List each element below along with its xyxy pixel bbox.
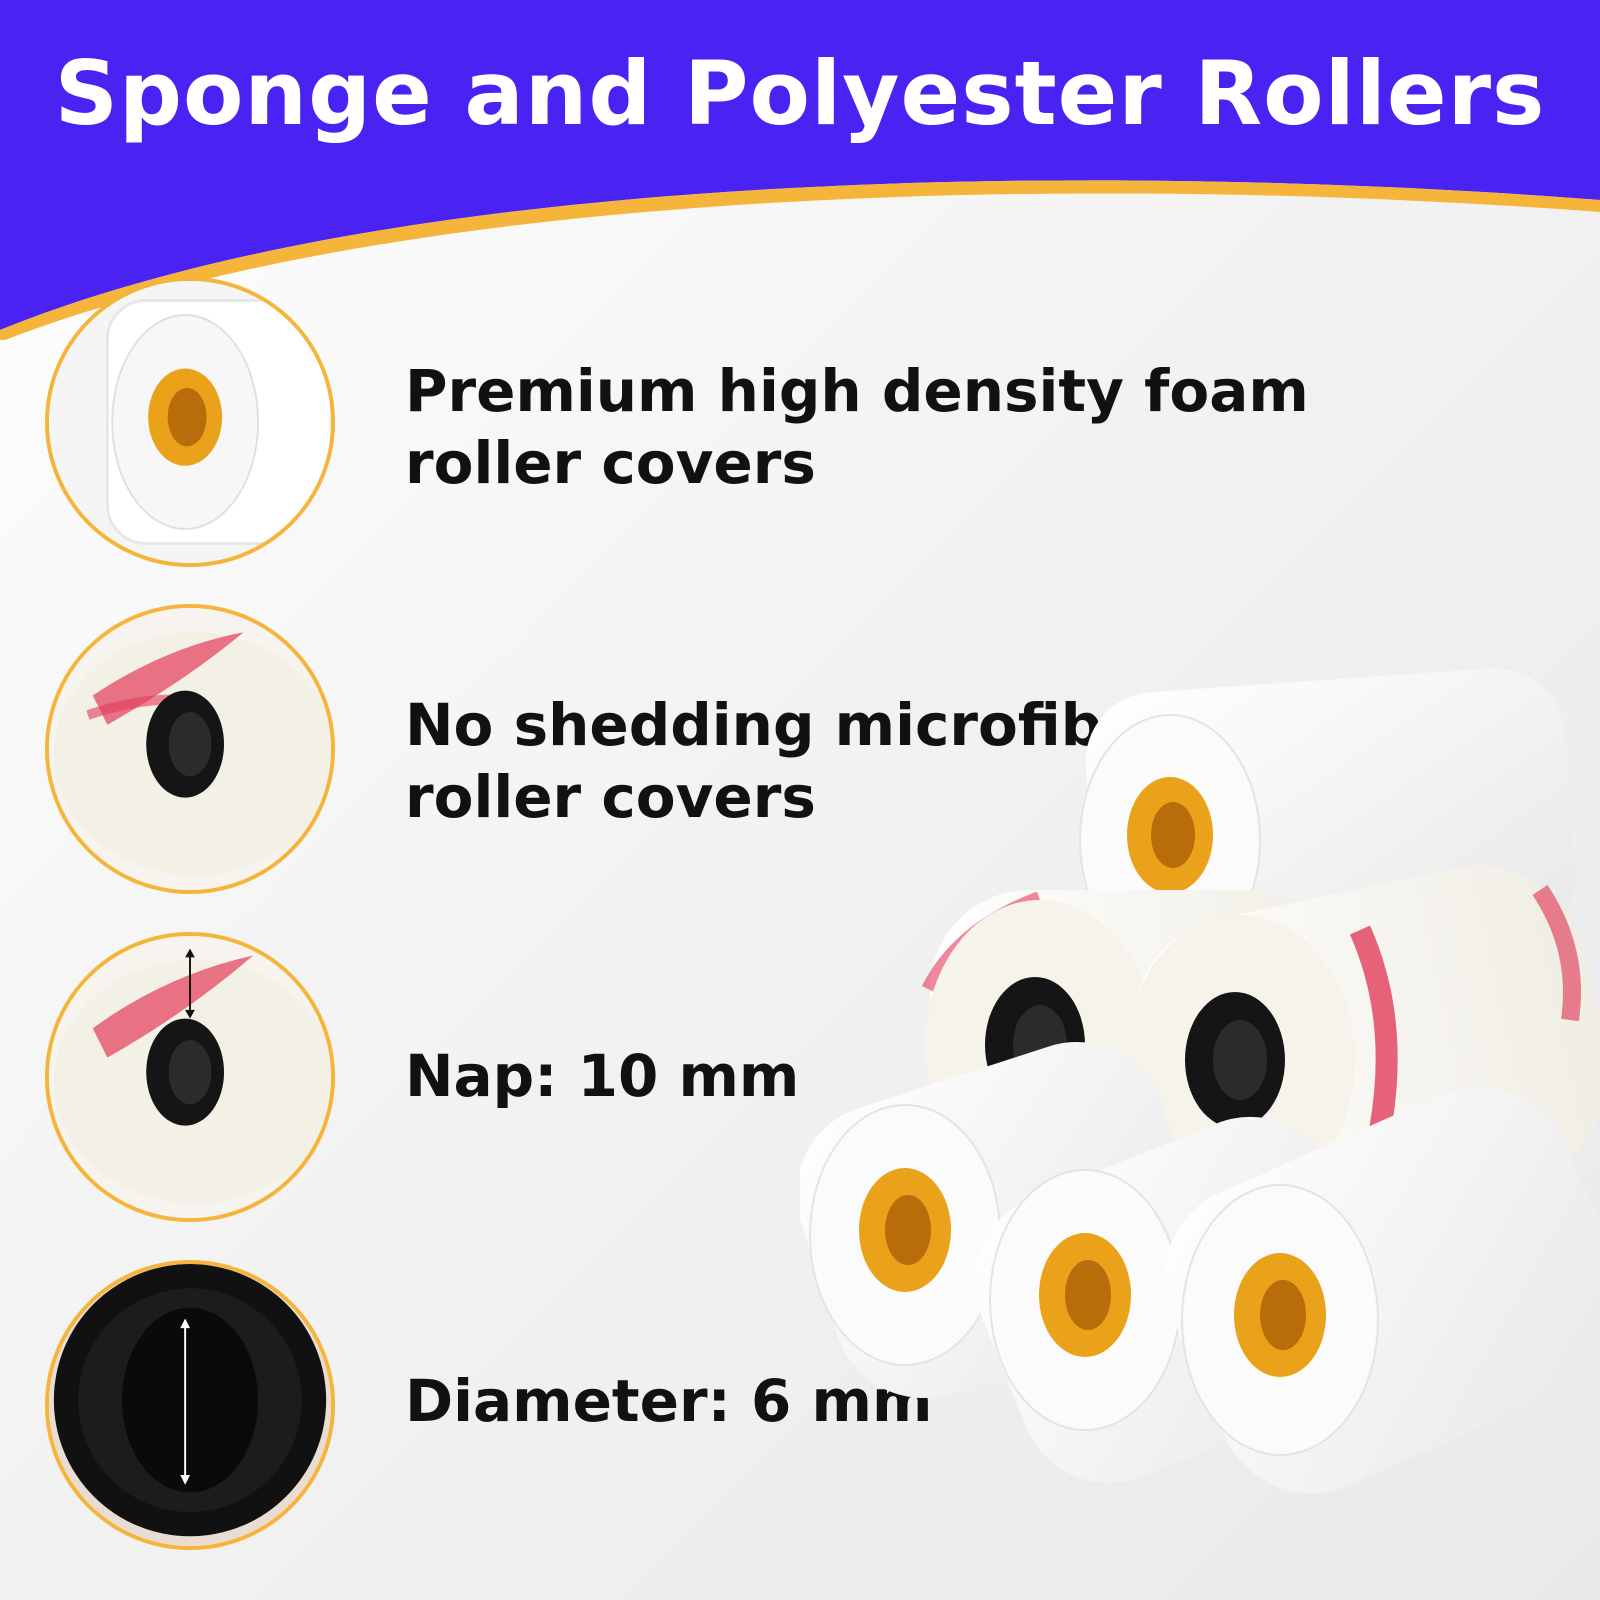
feature-diameter: Diameter: 6 mm [0,1260,1600,1560]
feature-line-2: roller covers [405,763,816,831]
feature-line-1: Nap: 10 mm [405,1042,800,1110]
feature-text: No shedding microfiber roller covers [405,689,1170,833]
header-banner: Sponge and Polyester Rollers [0,0,1600,340]
nap-measure-icon [45,932,335,1222]
header-wave-shape [0,0,1600,340]
feature-text: Premium high density foam roller covers [405,355,1309,499]
foam-roller [1163,1086,1600,1494]
feature-microfiber: No shedding microfiber roller covers [0,604,1600,904]
feature-line-1: Premium high density foam [405,357,1309,425]
microfiber-roller-icon [45,604,335,894]
feature-line-2: roller covers [405,429,816,497]
feature-line-1: Diameter: 6 mm [405,1367,933,1435]
foam-roller-icon [45,277,335,567]
diameter-measure-icon [45,1260,335,1550]
page-title: Sponge and Polyester Rollers [54,42,1546,145]
roller-stack-image [800,660,1600,1600]
feature-line-1: No shedding microfiber [405,691,1171,759]
feature-nap: Nap: 10 mm [0,932,1600,1232]
feature-text: Nap: 10 mm [405,1040,799,1112]
feature-text: Diameter: 6 mm [405,1365,932,1437]
feature-foam: Premium high density foam roller covers [0,277,1600,577]
